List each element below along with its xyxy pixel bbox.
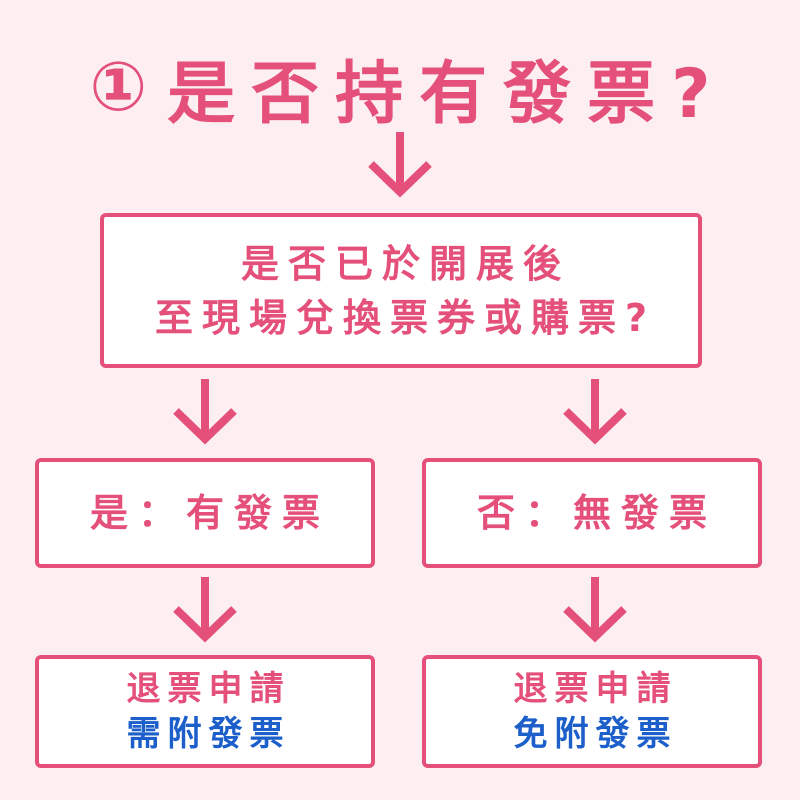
- step-number: ①: [89, 48, 164, 127]
- result-yes-requirement: 需附發票: [126, 713, 291, 754]
- arrow-down-icon: [173, 379, 237, 445]
- arrow-down-icon: [173, 577, 237, 643]
- connector-question-to-yes: [170, 379, 240, 447]
- arrow-down-icon: [368, 132, 432, 198]
- answer-yes-label: 是：有發票: [89, 491, 330, 535]
- connector-yes-to-result: [170, 577, 240, 645]
- answer-box-no: 否：無發票: [422, 458, 762, 568]
- title-question: 是否持有發票?: [167, 55, 727, 134]
- question-line-1: 是否已於開展後: [240, 241, 570, 286]
- connector-question-to-no: [560, 379, 630, 447]
- connector-title-to-question: [365, 132, 435, 200]
- question-box: 是否已於開展後 至現場兌換票券或購票?: [100, 213, 702, 368]
- result-no-action: 退票申請: [513, 668, 678, 709]
- result-yes-action: 退票申請: [126, 668, 291, 709]
- result-box-yes: 退票申請 需附發票: [35, 655, 375, 768]
- answer-no-label: 否：無發票: [476, 491, 717, 535]
- arrow-down-icon: [563, 577, 627, 643]
- result-box-no: 退票申請 免附發票: [422, 655, 762, 768]
- question-line-2: 至現場兌換票券或購票?: [154, 295, 657, 340]
- connector-no-to-result: [560, 577, 630, 645]
- page-title: ① 是否持有發票?: [0, 40, 800, 135]
- result-no-requirement: 免附發票: [513, 713, 678, 754]
- answer-box-yes: 是：有發票: [35, 458, 375, 568]
- arrow-down-icon: [563, 379, 627, 445]
